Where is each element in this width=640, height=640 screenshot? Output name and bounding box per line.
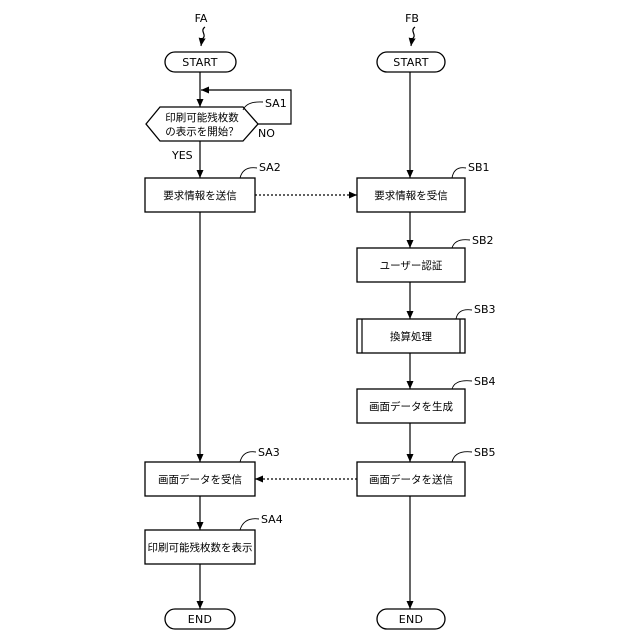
sb2-text: ユーザー認証 [380,259,443,272]
flow-b-entry-arrow [411,27,415,46]
flow-b-label: FB [405,12,419,25]
flow-b-end-label: END [399,613,424,626]
sa1-text-line1: 印刷可能残枚数 [165,111,239,124]
sb3-leader-line [456,310,472,319]
sa3-leader-line [240,452,256,462]
sb1-text: 要求情報を受信 [374,189,448,202]
sb3-step-label: SB3 [474,303,496,316]
sb1-step-label: SB1 [468,161,490,174]
sa3-step-label: SA3 [258,446,280,459]
sb1-leader-line [452,168,466,178]
sb2-leader-line [452,240,470,248]
sa2-leader-line [240,168,257,178]
flow-a-start-label: START [182,56,217,69]
sa2-step-label: SA2 [259,161,281,174]
sb4-leader-line [452,381,472,389]
sb5-leader-line [452,452,472,462]
sb2-step-label: SB2 [472,234,494,247]
sb4-text: 画面データを生成 [369,400,453,413]
sa1-text-line2: の表示を開始？ [165,125,239,138]
sa3-text: 画面データを受信 [158,473,242,486]
flow-b-start-label: START [393,56,428,69]
sa4-leader-line [240,519,259,530]
sa1-leader-line [243,102,263,110]
flow-a-end-label: END [188,613,213,626]
flow-a-entry-arrow [201,27,205,46]
sa1-no-label: NO [258,127,275,140]
sb4-step-label: SB4 [474,375,496,388]
sb5-step-label: SB5 [474,446,496,459]
sb5-text: 画面データを送信 [369,473,453,486]
sa2-text: 要求情報を送信 [163,189,237,202]
sa4-text: 印刷可能残枚数を表示 [148,541,253,554]
sa4-step-label: SA4 [261,513,283,526]
flow-a-label: FA [195,12,208,25]
sb3-text: 換算処理 [390,330,432,343]
sa1-yes-label: YES [171,149,193,162]
sa1-step-label: SA1 [265,97,287,110]
